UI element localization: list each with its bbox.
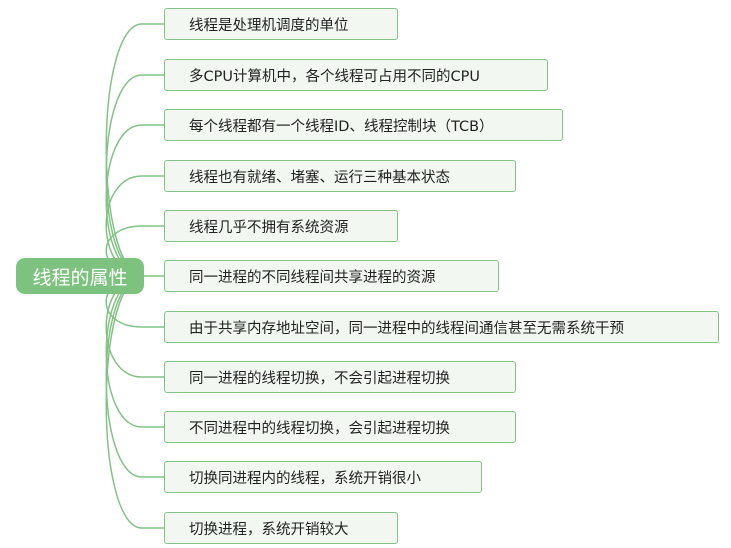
child-topic-6[interactable]: 同一进程的不同线程间共享进程的资源: [164, 260, 499, 292]
child-topic-3[interactable]: 每个线程都有一个线程ID、线程控制块（TCB）: [164, 109, 563, 141]
child-topic-2[interactable]: 多CPU计算机中，各个线程可占用不同的CPU: [164, 59, 548, 91]
child-topic-1[interactable]: 线程是处理机调度的单位: [164, 8, 398, 40]
child-topic-8[interactable]: 同一进程的线程切换，不会引起进程切换: [164, 361, 516, 393]
child-topic-10[interactable]: 切换同进程内的线程，系统开销很小: [164, 461, 482, 493]
child-topic-9[interactable]: 不同进程中的线程切换，会引起进程切换: [164, 411, 516, 443]
child-topic-7[interactable]: 由于共享内存地址空间，同一进程中的线程间通信甚至无需系统干预: [164, 311, 719, 343]
connector-3: [105, 124, 164, 277]
connector-9: [105, 275, 164, 428]
child-topic-5[interactable]: 线程几乎不拥有系统资源: [164, 210, 398, 242]
child-topic-11[interactable]: 切换进程，系统开销较大: [164, 512, 398, 544]
root-topic[interactable]: 线程的属性: [16, 258, 144, 294]
child-topic-4[interactable]: 线程也有就绪、堵塞、运行三种基本状态: [164, 160, 516, 192]
